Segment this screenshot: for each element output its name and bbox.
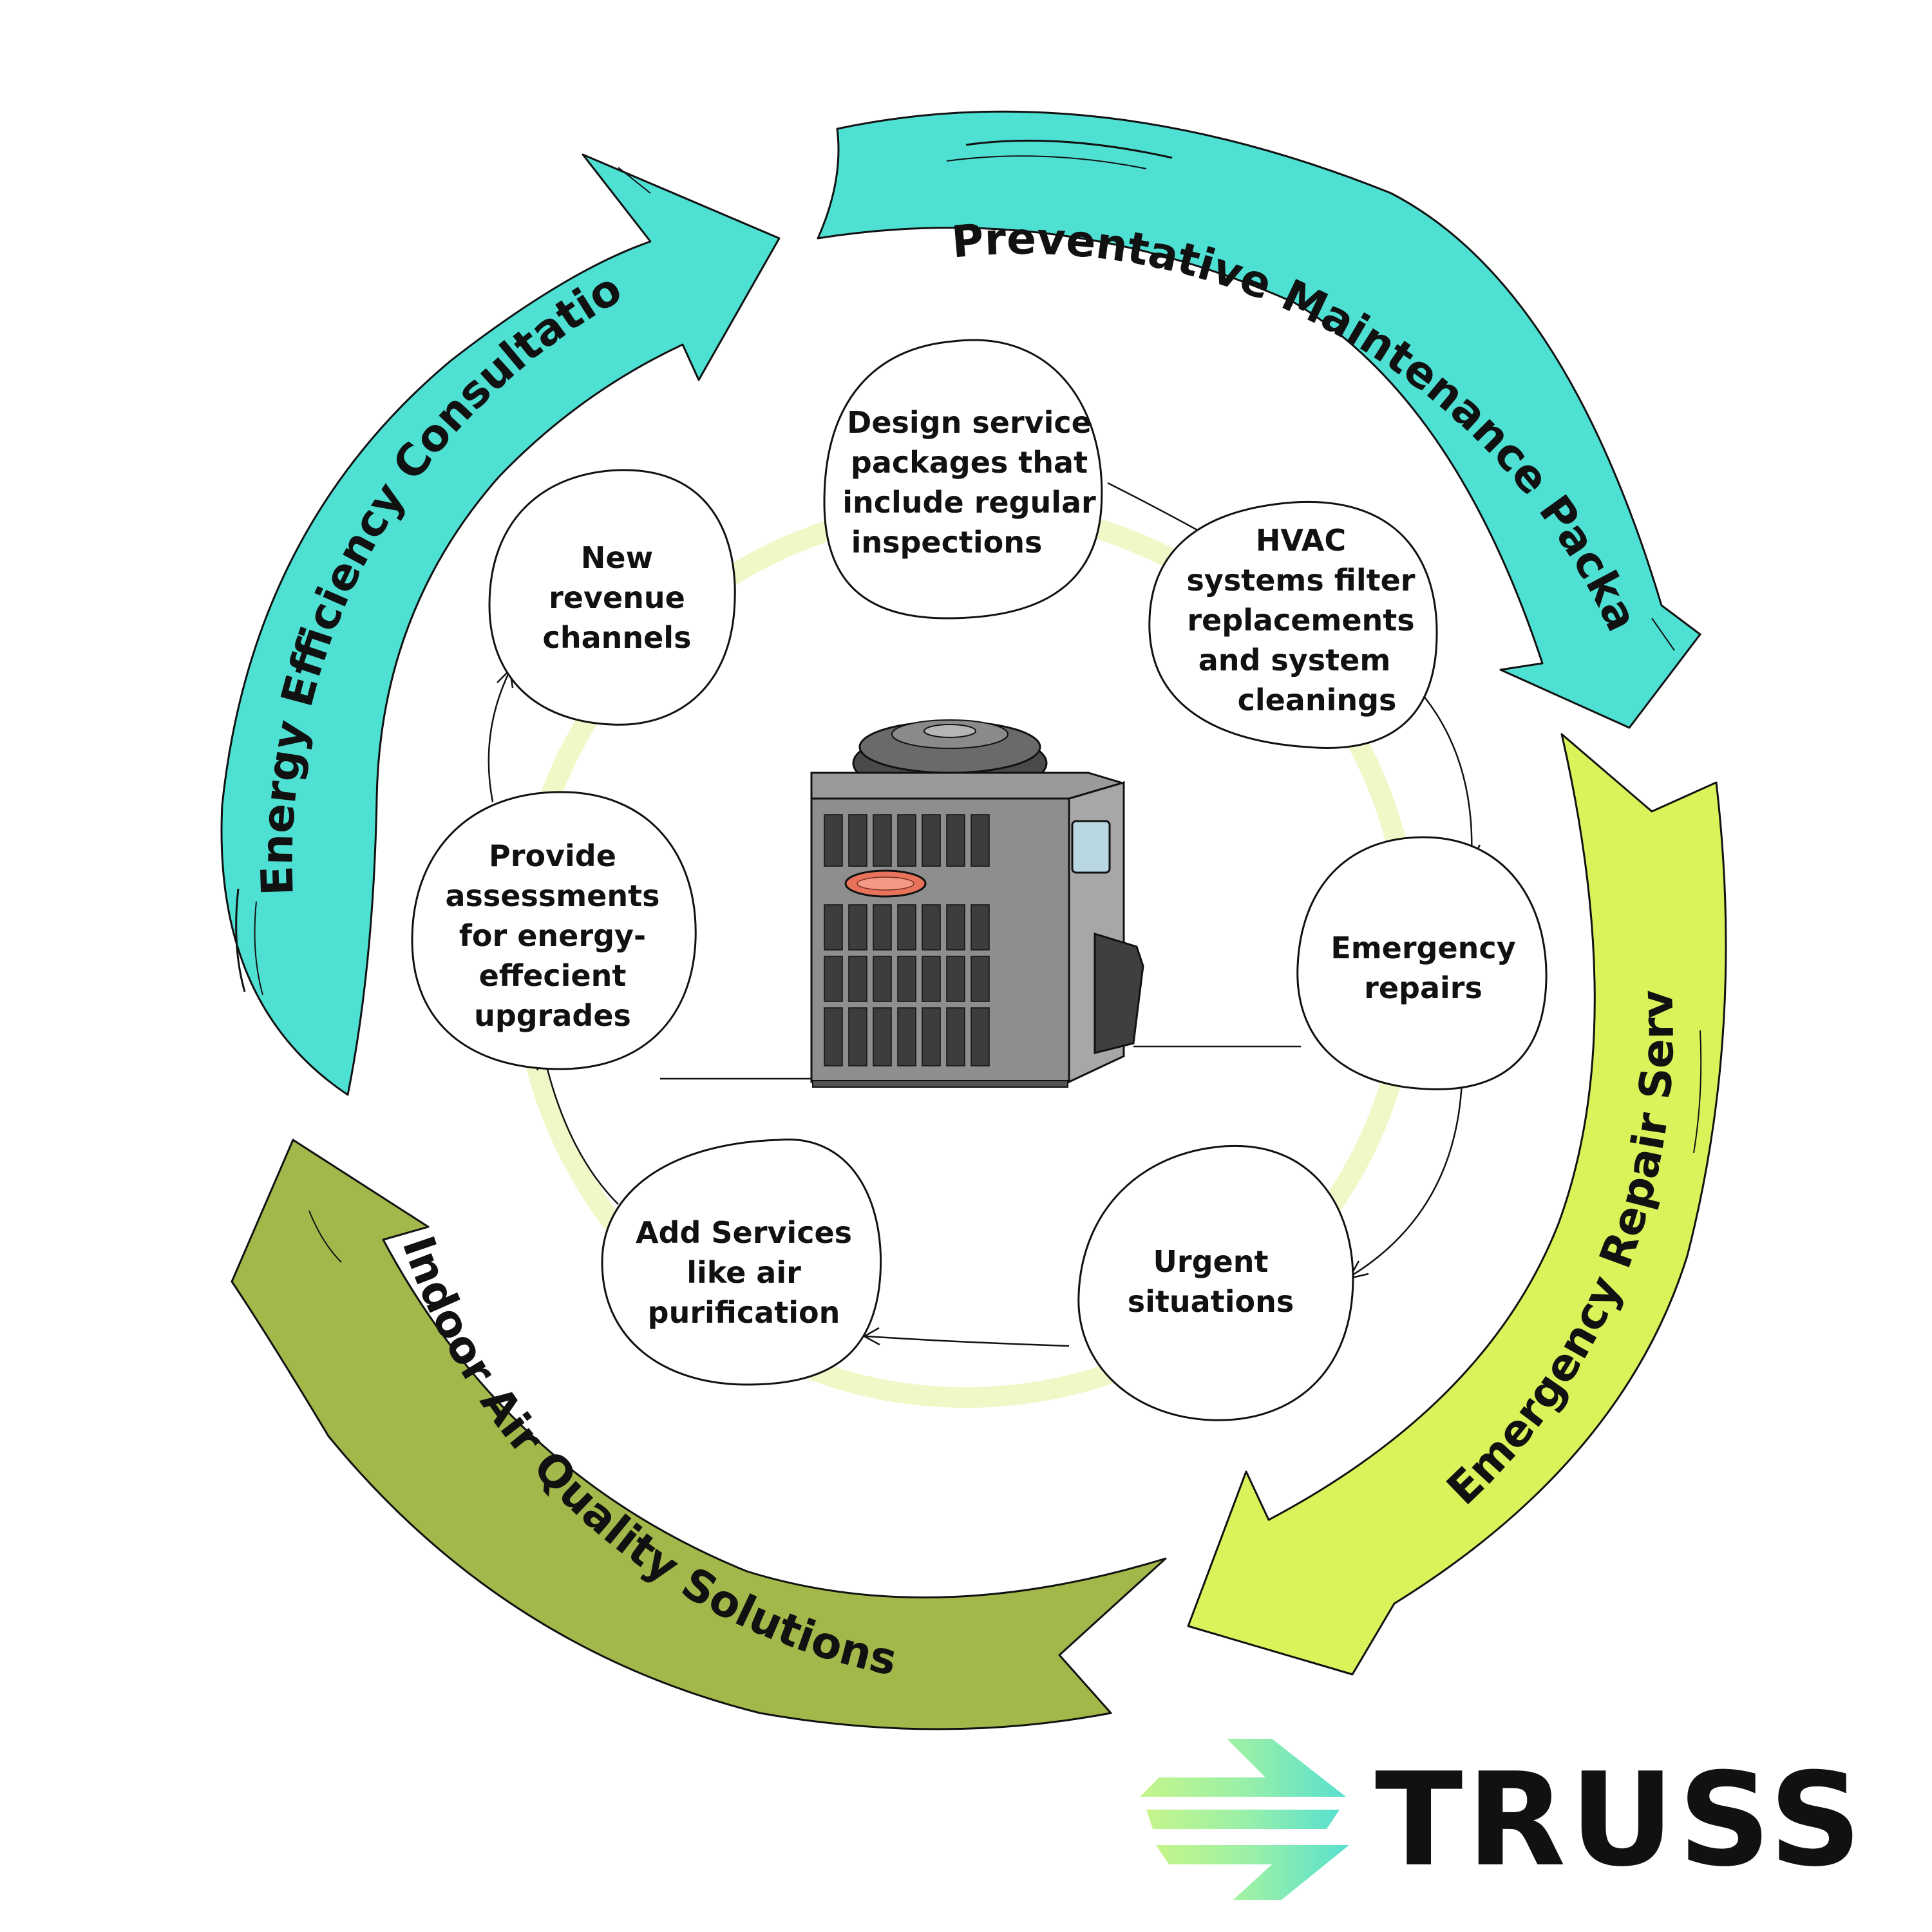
svg-text:and system: and system — [1198, 643, 1391, 677]
svg-text:cleanings: cleanings — [1238, 683, 1397, 717]
svg-text:Add Services: Add Services — [636, 1215, 852, 1250]
svg-text:Design service: Design service — [847, 405, 1092, 440]
svg-text:like air: like air — [687, 1255, 801, 1290]
svg-text:upgrades: upgrades — [474, 998, 631, 1033]
svg-text:for energy-: for energy- — [459, 918, 646, 953]
svg-text:packages that: packages that — [851, 445, 1088, 480]
truss-logo-word: TRUSS — [1375, 1745, 1866, 1895]
bubble-urgent-situations: Urgent situations — [1077, 1144, 1354, 1421]
arrow-energy-efficiency — [220, 153, 781, 1096]
arrow-indoor-air-quality — [231, 1139, 1167, 1730]
svg-text:repairs: repairs — [1364, 971, 1482, 1005]
arrow-preventative-maintenance — [817, 110, 1701, 729]
svg-text:channels: channels — [543, 620, 692, 655]
svg-text:purification: purification — [648, 1295, 840, 1330]
svg-text:assessments: assessments — [445, 878, 659, 913]
svg-text:situations: situations — [1128, 1284, 1294, 1319]
arrow-emergency-repair — [1187, 733, 1727, 1676]
bubble-new-revenue: New revenue channels — [488, 469, 736, 726]
svg-text:Emergency: Emergency — [1331, 931, 1515, 965]
bubble-air-purification: Add Services like air purification — [601, 1138, 882, 1386]
svg-text:Urgent: Urgent — [1153, 1244, 1269, 1279]
svg-text:effecient: effecient — [479, 958, 627, 993]
truss-arrows-icon — [1140, 1739, 1349, 1900]
bubble-filter-replacements: HVAC systems filter replacements and sys… — [1148, 500, 1438, 749]
svg-text:Provide: Provide — [489, 838, 616, 873]
ac-unit-icon — [660, 719, 1301, 1088]
svg-text:revenue: revenue — [549, 580, 685, 615]
svg-text:systems filter: systems filter — [1187, 563, 1416, 598]
bubble-design-service: Design service packages that include reg… — [823, 339, 1103, 620]
svg-text:replacements: replacements — [1187, 603, 1414, 638]
bubble-energy-assessments: Provide assessments for energy- effecien… — [411, 791, 697, 1070]
svg-text:inspections: inspections — [851, 525, 1043, 560]
bubble-emergency-repairs: Emergency repairs — [1296, 836, 1548, 1090]
svg-text:HVAC: HVAC — [1256, 523, 1346, 558]
svg-text:New: New — [581, 540, 653, 575]
svg-text:include regular: include regular — [842, 485, 1096, 520]
